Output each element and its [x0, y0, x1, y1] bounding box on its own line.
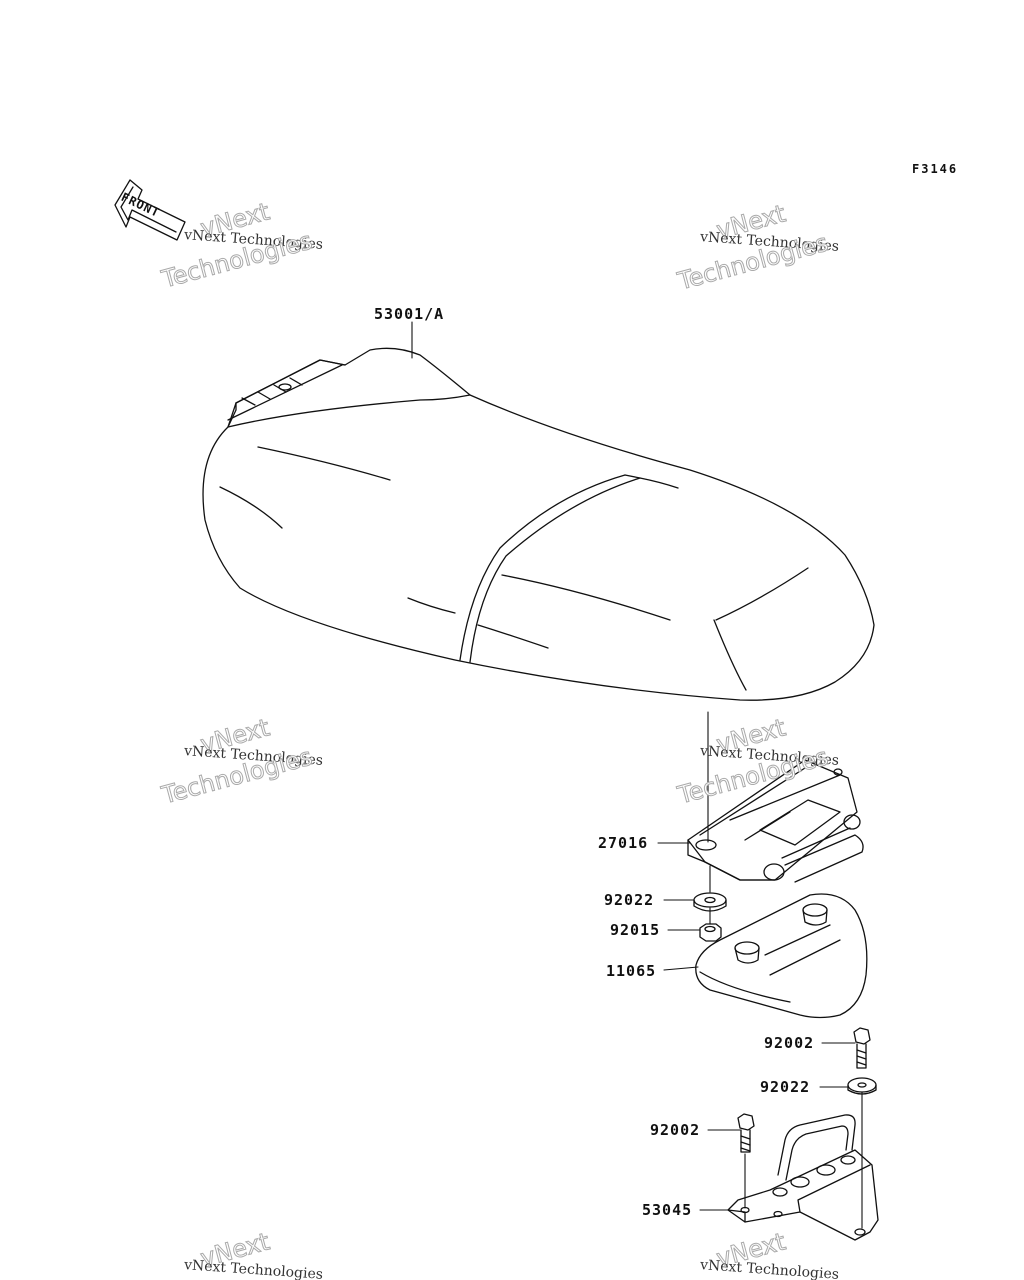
bolt-92002-upper-drawing	[853, 1027, 871, 1069]
cover-11065-drawing	[695, 893, 868, 1019]
figure-code: F3146	[912, 162, 959, 176]
front-arrow-icon	[114, 179, 186, 241]
bracket-27016-drawing	[687, 759, 864, 883]
part-label-11065: 11065	[606, 962, 657, 980]
part-label-92002-upper: 92002	[764, 1034, 815, 1052]
leader-lines	[411, 321, 863, 1229]
seat-drawing	[202, 347, 875, 701]
part-label-92022-left: 92022	[604, 891, 655, 909]
part-label-53045: 53045	[642, 1201, 693, 1219]
bolt-92002-lower-drawing	[737, 1113, 755, 1153]
part-label-92015: 92015	[610, 921, 661, 939]
part-label-92002-lower: 92002	[650, 1121, 701, 1139]
part-label-27016: 27016	[598, 834, 649, 852]
nut-92015-drawing	[699, 923, 722, 942]
part-label-92022-right: 92022	[760, 1078, 811, 1096]
part-label-53001a: 53001/A	[374, 305, 445, 323]
